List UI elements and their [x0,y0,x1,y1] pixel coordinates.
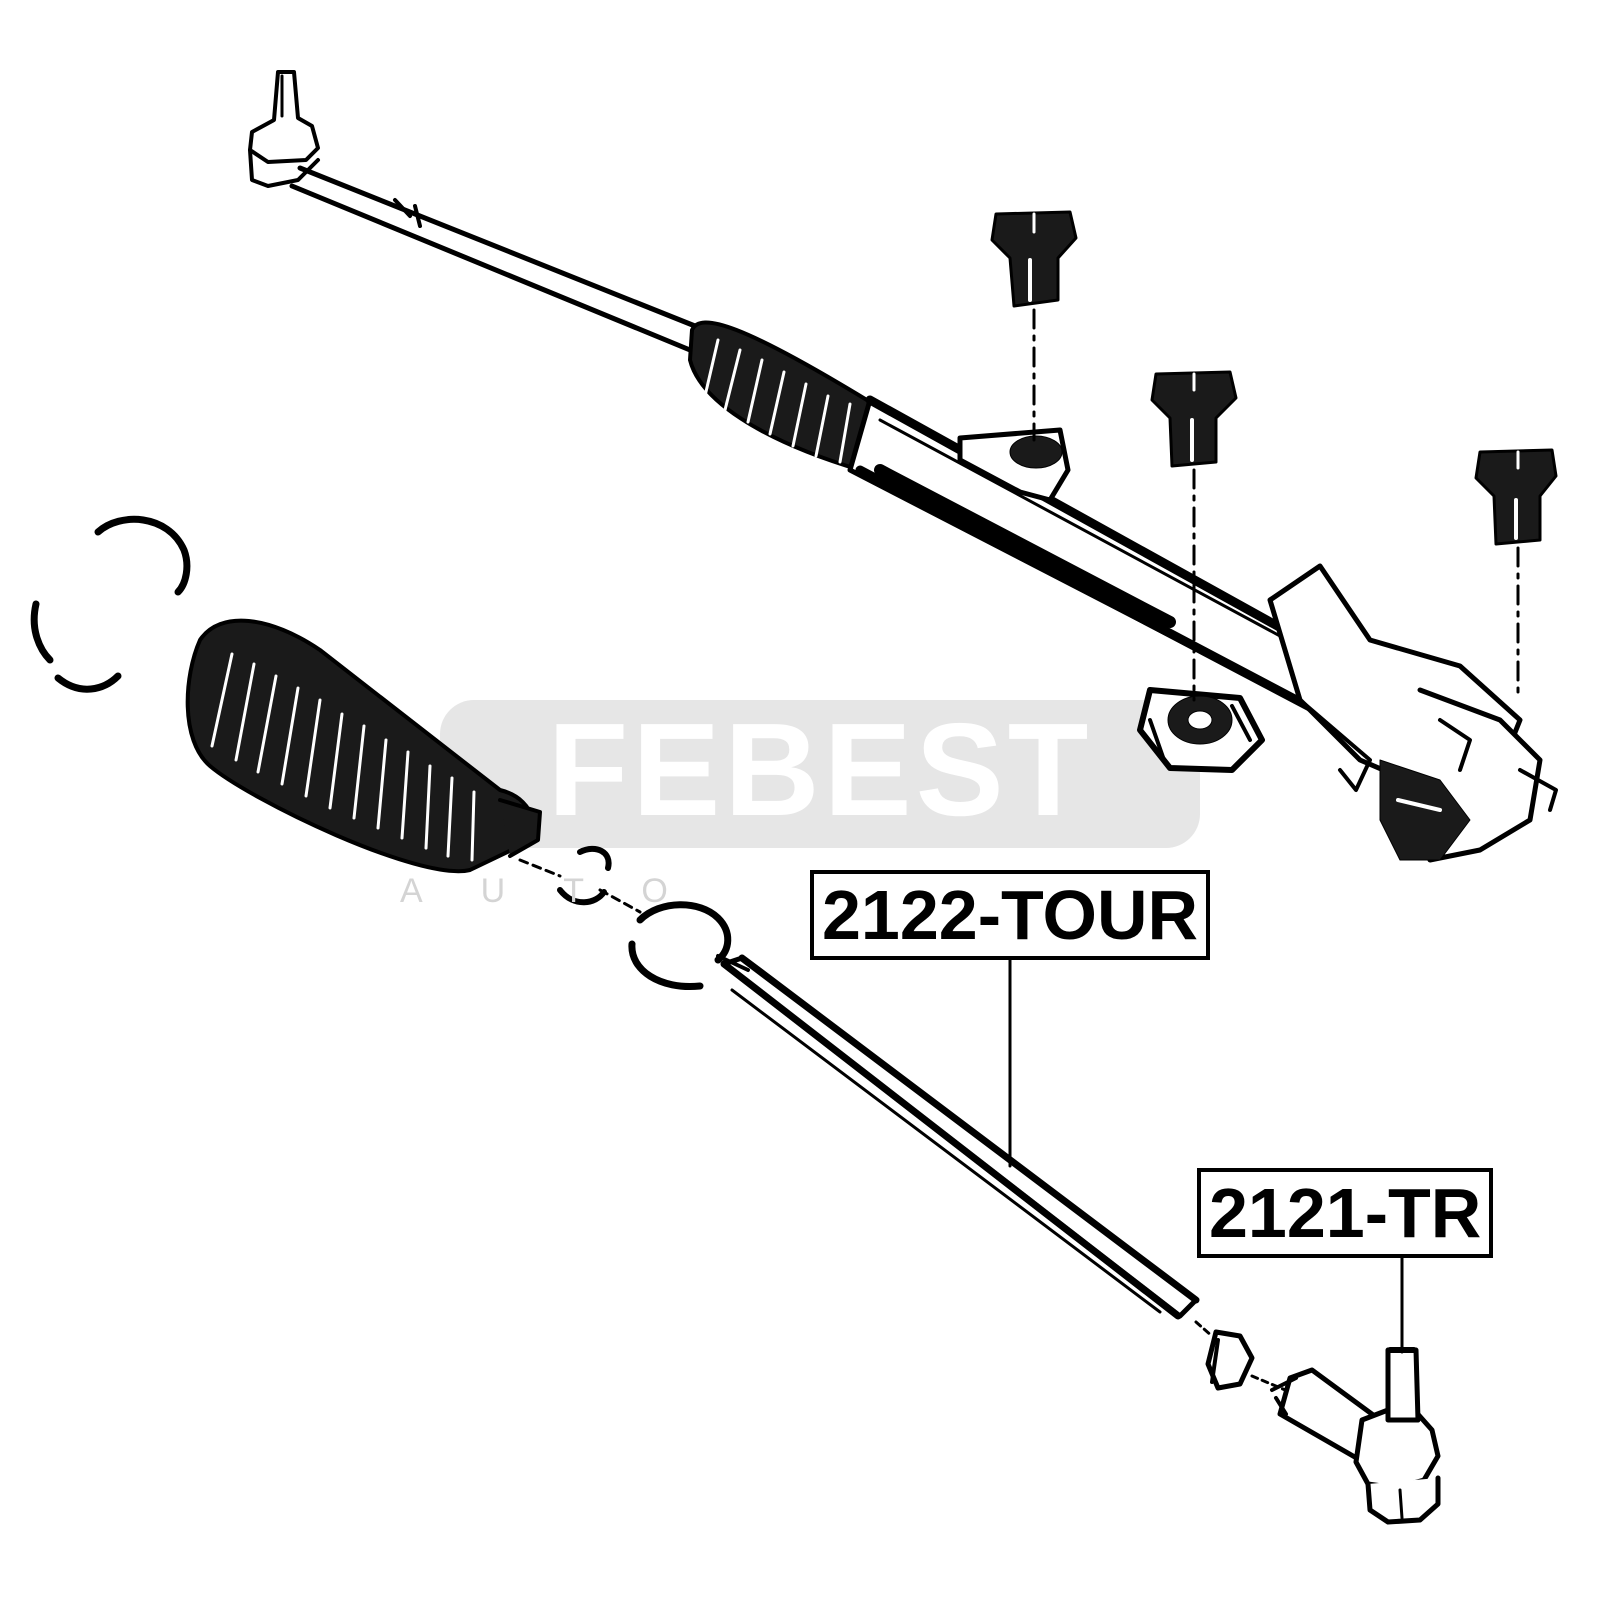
upper-tie-rod [289,165,703,353]
watermark-logo-text: FEBEST [548,696,1093,843]
upper-rack-boot [688,320,882,472]
jam-nut [1194,1320,1292,1394]
rack-mount-bracket-middle [1137,687,1265,773]
watermark-sub-text: AUTO [400,872,726,910]
leader-lines [1008,938,1404,1354]
pinion-housing [1267,563,1558,863]
rack-bushing-3 [1474,448,1558,546]
upper-tie-rod-end [248,70,320,188]
febest-watermark-logo: FEBEST [440,696,1200,848]
steering-rack-assembly [248,70,1558,863]
inner-tie-rod [716,954,1200,1320]
part-number-label-2122-tour: 2122-TOUR [810,870,1211,960]
rack-bushing-1 [990,210,1078,308]
lock-washer [598,888,732,991]
rack-mount-bracket-left [957,427,1071,503]
rack-boot [185,618,542,874]
bushing-alignment-lines [1032,308,1520,702]
rack-bushing-2 [1150,370,1238,468]
outer-tie-rod-end [1270,1347,1441,1525]
boot-clamp-large [30,515,191,693]
boot-clamp-small [518,845,612,906]
exploded-parts [30,515,1441,1525]
part-number-label-2121-tr: 2121-TR [1197,1168,1494,1258]
